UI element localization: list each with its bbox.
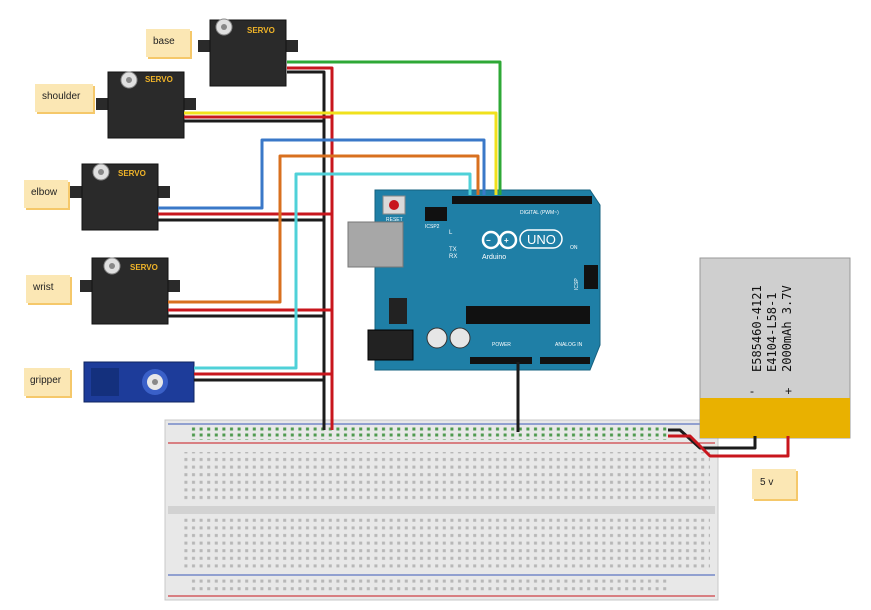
battery-label-3: 2000mAh 3.7V bbox=[780, 285, 794, 372]
wire-battery-positive bbox=[668, 434, 790, 458]
usb-connector bbox=[347, 221, 404, 268]
bottom-power-rail bbox=[190, 579, 670, 592]
note-supply-text: 5 v bbox=[760, 477, 774, 488]
digital-header bbox=[452, 196, 592, 204]
note-shoulder-text: shoulder bbox=[42, 91, 81, 102]
battery-label-2: E4104-L58-1 bbox=[765, 293, 779, 372]
arduino-brand-label: Arduino bbox=[482, 254, 506, 261]
note-base: base bbox=[146, 29, 190, 57]
top-power-rail bbox=[190, 427, 670, 440]
wire-gnd-trunk bbox=[287, 70, 326, 430]
wire-base-signal bbox=[287, 60, 502, 195]
servo-base: SERVO bbox=[198, 18, 298, 87]
wire-gripper-signal bbox=[194, 172, 472, 370]
servo-shoulder-label: SERVO bbox=[145, 75, 173, 84]
servo-wrist-label: SERVO bbox=[130, 263, 158, 272]
servo-wrist: SERVO bbox=[80, 257, 180, 325]
terminal-strip-bottom bbox=[180, 518, 710, 570]
note-wrist-text: wrist bbox=[33, 282, 54, 293]
note-gripper: gripper bbox=[24, 368, 70, 396]
icsp2-label: ICSP2 bbox=[425, 224, 440, 230]
battery-label-1: E585460-4121 bbox=[750, 285, 764, 372]
wires bbox=[158, 60, 790, 458]
servo-gripper bbox=[83, 361, 195, 403]
terminal-strip-top bbox=[180, 452, 710, 502]
icsp2-header bbox=[425, 207, 447, 221]
note-elbow-text: elbow bbox=[31, 187, 58, 198]
note-supply: 5 v bbox=[752, 469, 796, 499]
wire-wrist-signal bbox=[168, 154, 480, 304]
servo-elbow-label: SERVO bbox=[118, 169, 146, 178]
note-wrist: wrist bbox=[26, 275, 70, 303]
power-header bbox=[470, 357, 532, 364]
power-jack bbox=[367, 329, 414, 361]
breadboard bbox=[164, 419, 719, 601]
digital-label: DIGITAL (PWM~) bbox=[520, 210, 559, 216]
note-gripper-text: gripper bbox=[30, 375, 62, 386]
analog-label: ANALOG IN bbox=[555, 342, 583, 348]
reset-label: RESET bbox=[386, 217, 403, 223]
icsp-label: ICSP bbox=[574, 278, 580, 290]
lipo-battery: E585460-4121 E4104-L58-1 2000mAh 3.7V - … bbox=[699, 257, 851, 439]
servo-base-label: SERVO bbox=[247, 26, 275, 35]
servo-shoulder: SERVO bbox=[96, 71, 196, 139]
power-label: POWER bbox=[492, 342, 511, 348]
voltage-regulator bbox=[389, 298, 407, 324]
note-shoulder: shoulder bbox=[35, 84, 93, 112]
battery-minus: - bbox=[750, 384, 754, 398]
wire-elbow-signal bbox=[158, 138, 486, 210]
servo-elbow: SERVO bbox=[70, 163, 170, 231]
analog-header bbox=[540, 357, 590, 364]
svg-text:−: − bbox=[486, 236, 491, 245]
wire-shoulder-signal bbox=[184, 111, 498, 195]
note-base-text: base bbox=[153, 36, 175, 47]
center-channel bbox=[168, 506, 715, 514]
uno-label: UNO bbox=[527, 232, 556, 247]
atmega-chip bbox=[466, 306, 590, 324]
led-l-label: L bbox=[449, 230, 453, 236]
arduino-uno-board: RESET ICSP2 DIGITAL (PWM~) L TX RX − + U… bbox=[347, 189, 601, 371]
battery-plus: + bbox=[785, 384, 792, 398]
arduino-logo: − + bbox=[481, 230, 518, 250]
icsp-header bbox=[584, 265, 598, 289]
led-on-label: ON bbox=[570, 245, 578, 251]
svg-text:+: + bbox=[504, 236, 509, 245]
note-elbow: elbow bbox=[24, 180, 68, 208]
led-tx-label: TX bbox=[449, 247, 457, 253]
led-rx-label: RX bbox=[449, 254, 457, 260]
